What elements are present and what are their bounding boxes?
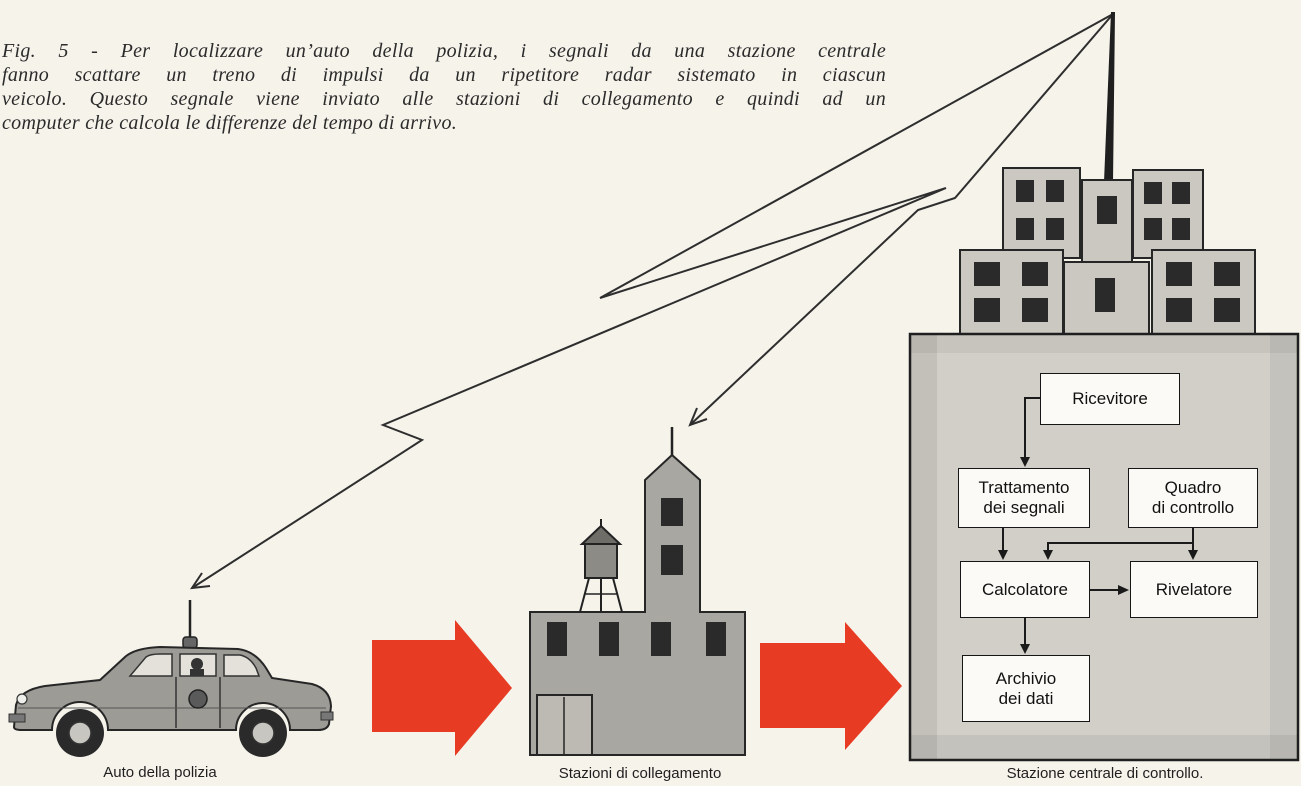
signal-bolt-to-relay [688, 13, 1114, 427]
central-antenna-icon [1104, 12, 1115, 182]
water-tower-icon [579, 519, 623, 613]
data-archive-label: Archivio [995, 668, 1057, 688]
receiver-label: Ricevitore [1072, 389, 1148, 408]
door-icon [536, 694, 593, 756]
flow-arrow-car-to-relay [372, 620, 512, 756]
signal-processing-box: Trattamento dei segnali [958, 468, 1090, 528]
caption-line: fanno scattare un treno di impulsi da un… [2, 64, 886, 86]
relay-station [529, 427, 746, 756]
receiver-box: Ricevitore [1040, 373, 1180, 425]
caption-line: veicolo. Questo segnale viene inviato al… [2, 88, 886, 110]
detector-box: Rivelatore [1130, 561, 1258, 618]
caption-line: Fig. 5 - Per localizzare un’auto della p… [2, 40, 886, 62]
caption-line: computer che calcola le differenze del t… [2, 112, 458, 134]
data-archive-box: Archivio dei dati [962, 655, 1090, 722]
central-station-label: Stazione centrale di controllo. [1006, 765, 1204, 782]
relay-stations-label: Stazioni di collegamento [558, 765, 722, 782]
calculator-label: Calcolatore [982, 579, 1068, 599]
signal-processing-label: Trattamento [978, 478, 1070, 497]
police-car-icon [8, 600, 334, 757]
control-panel-box: Quadro di controllo [1128, 468, 1258, 528]
data-archive-label: dei dati [998, 688, 1054, 708]
signal-bolt-to-car [189, 13, 1114, 590]
control-panel-label: di controllo [1151, 498, 1235, 517]
flowchart-connectors [998, 397, 1198, 654]
control-panel-label: Quadro [1164, 478, 1222, 497]
flow-arrow-relay-to-central [760, 622, 902, 750]
signal-processing-label: dei segnali [983, 498, 1065, 517]
calculator-box: Calcolatore [960, 561, 1090, 618]
detector-label: Rivelatore [1155, 579, 1233, 599]
police-car-label: Auto della polizia [103, 764, 217, 781]
rooftop-buildings [959, 167, 1256, 335]
